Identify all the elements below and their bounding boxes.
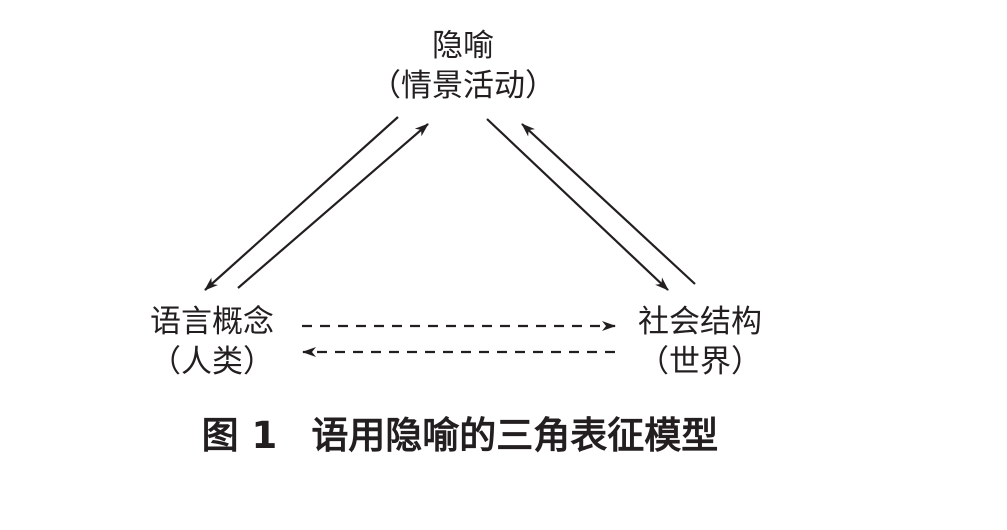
node-language-concept-title: 语言概念: [150, 304, 274, 340]
figure-caption-text: 语用隐喻的三角表征模型: [311, 414, 719, 457]
node-social-structure-subtitle: （世界）: [638, 344, 762, 380]
arrow-metaphor-to-society: [486, 118, 669, 291]
figure-caption: 图 1 语用隐喻的三角表征模型: [0, 412, 920, 460]
node-language-concept: 语言概念 （人类）: [122, 302, 302, 382]
node-metaphor-subtitle: （情景活动）: [370, 68, 556, 104]
arrow-society-to-metaphor: [521, 123, 696, 285]
node-metaphor: 隐喻 （情景活动）: [353, 26, 573, 106]
node-social-structure-title: 社会结构: [638, 304, 762, 340]
node-social-structure: 社会结构 （世界）: [610, 302, 790, 382]
node-metaphor-title: 隐喻: [432, 28, 494, 64]
node-language-concept-subtitle: （人类）: [150, 344, 274, 380]
arrow-concept-to-metaphor: [237, 123, 429, 289]
figure-caption-label: 图 1: [201, 414, 278, 457]
arrow-metaphor-to-concept: [204, 116, 399, 291]
